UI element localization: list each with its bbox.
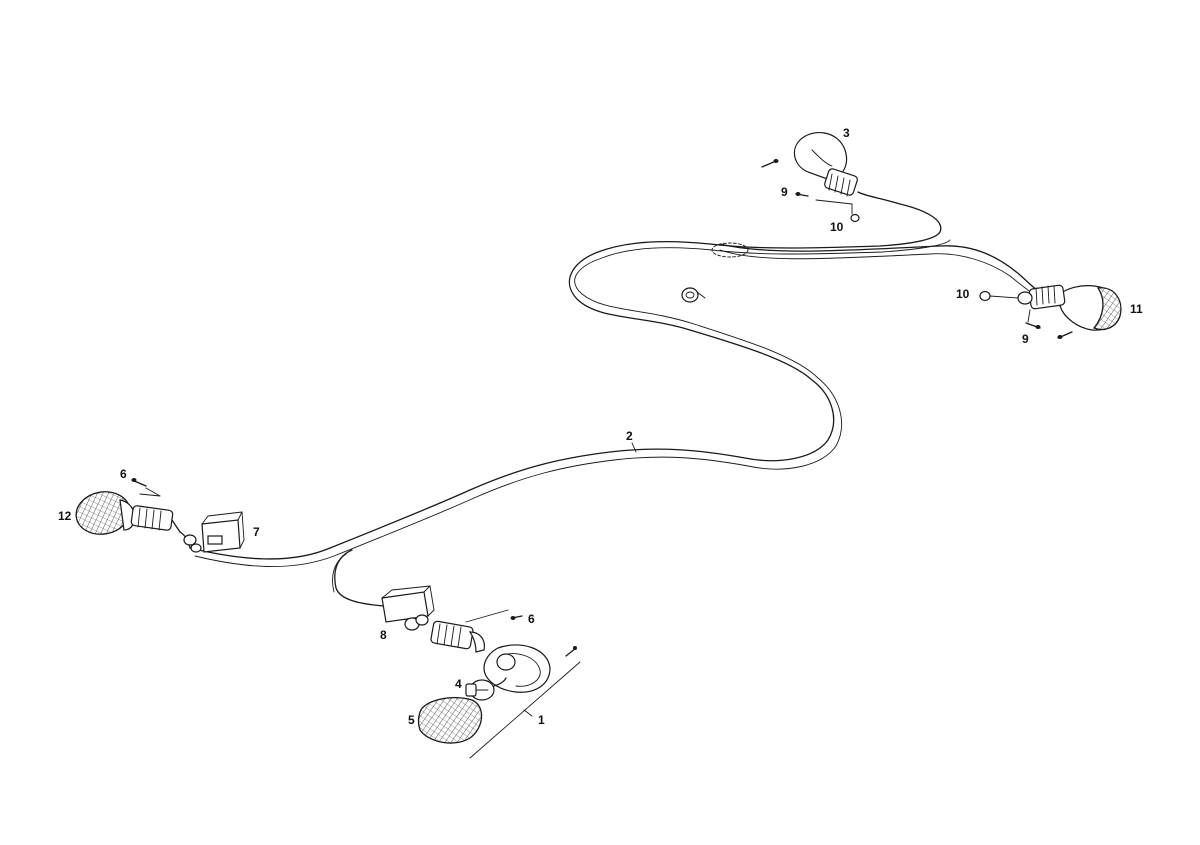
callout-8: 8	[380, 628, 387, 642]
callout-3: 3	[843, 126, 850, 140]
grommet	[681, 287, 706, 303]
rear-right-indicator	[979, 284, 1122, 339]
wiring-harness	[179, 191, 1039, 607]
callout-5: 5	[408, 713, 415, 727]
callout-2: 2	[626, 429, 633, 443]
rear-left-indicator-assembly	[417, 609, 581, 759]
callout-6-left: 6	[120, 467, 127, 481]
callout-9-bottom: 9	[1022, 332, 1029, 346]
front-right-indicator	[761, 132, 860, 223]
callout-9-top: 9	[781, 185, 788, 199]
callout-7: 7	[253, 525, 260, 539]
callout-10-right: 10	[956, 287, 970, 301]
connector-8	[381, 585, 435, 631]
callout-4: 4	[455, 677, 462, 691]
front-left-indicator	[75, 478, 181, 535]
callout-11: 11	[1130, 302, 1143, 316]
callout-6-right: 6	[528, 612, 535, 626]
connector-7	[183, 511, 245, 553]
callout-12: 12	[58, 509, 72, 523]
callout-labels: 1 2 3 4 5 6 6 7 8 9 9 10 10 11 12	[58, 126, 1143, 727]
callout-1: 1	[538, 713, 545, 727]
callout-10-top: 10	[830, 220, 844, 234]
